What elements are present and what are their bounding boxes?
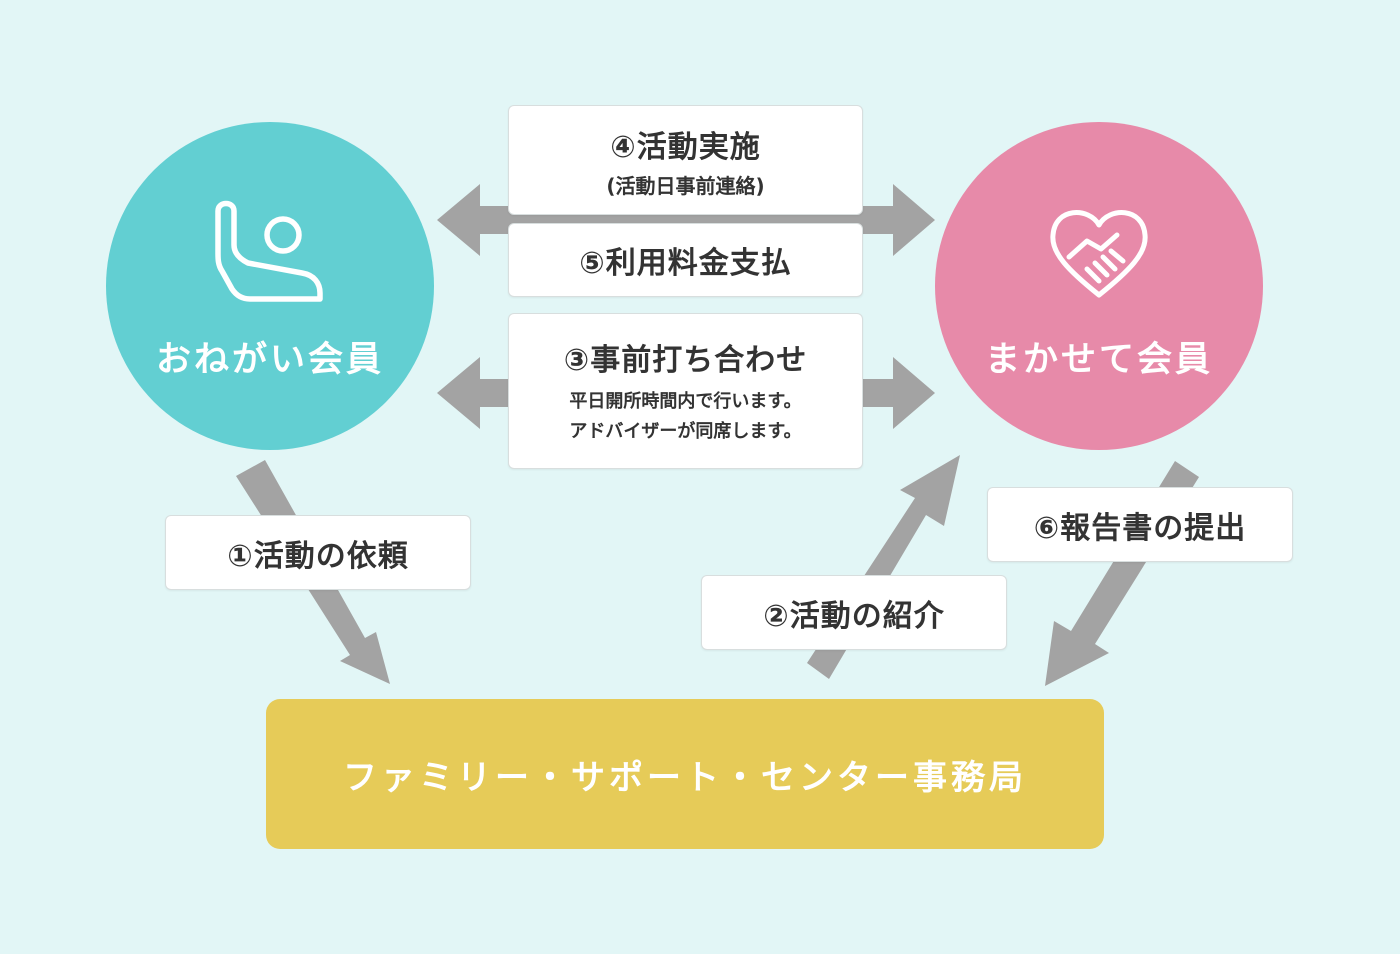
- step3-label: ③事前打ち合わせ: [563, 343, 808, 378]
- step4-label: ④活動実施: [610, 129, 761, 165]
- heart-handshake-icon: [1039, 195, 1159, 315]
- step4-sub-label: (活動日事前連絡): [606, 173, 765, 198]
- step3-meeting-box: ③事前打ち合わせ 平日開所時間内で行います。 アドバイザーが同席します。: [508, 313, 863, 469]
- arrow-step4-5: [437, 184, 935, 256]
- step6-report-box: ⑥報告書の提出: [987, 487, 1293, 562]
- step2-label: ②活動の紹介: [763, 598, 945, 634]
- step6-label: ⑥報告書の提出: [1033, 510, 1247, 546]
- step4-activity-box: ④活動実施 (活動日事前連絡): [508, 105, 863, 215]
- support-center-office-node: ファミリー・サポート・センター事務局: [266, 699, 1104, 849]
- requester-member-label: おねがい会員: [155, 339, 384, 380]
- step2-introduction-box: ②活動の紹介: [701, 575, 1007, 650]
- step3-note-line1: 平日開所時間内で行います。: [569, 391, 802, 412]
- provider-member-label: まかせて会員: [984, 339, 1213, 380]
- provider-member-node: まかせて会員: [935, 122, 1263, 450]
- step5-label: ⑤利用料金支払: [579, 246, 792, 281]
- requester-member-node: おねがい会員: [106, 122, 434, 450]
- step3-note-line2: アドバイザーが同席します。: [569, 421, 802, 442]
- step1-label: ①活動の依頼: [227, 538, 409, 574]
- person-in-chair-icon: [210, 195, 330, 315]
- step1-request-box: ①活動の依頼: [165, 515, 471, 590]
- step5-payment-box: ⑤利用料金支払: [508, 223, 863, 297]
- support-center-office-label: ファミリー・サポート・センター事務局: [343, 757, 1027, 798]
